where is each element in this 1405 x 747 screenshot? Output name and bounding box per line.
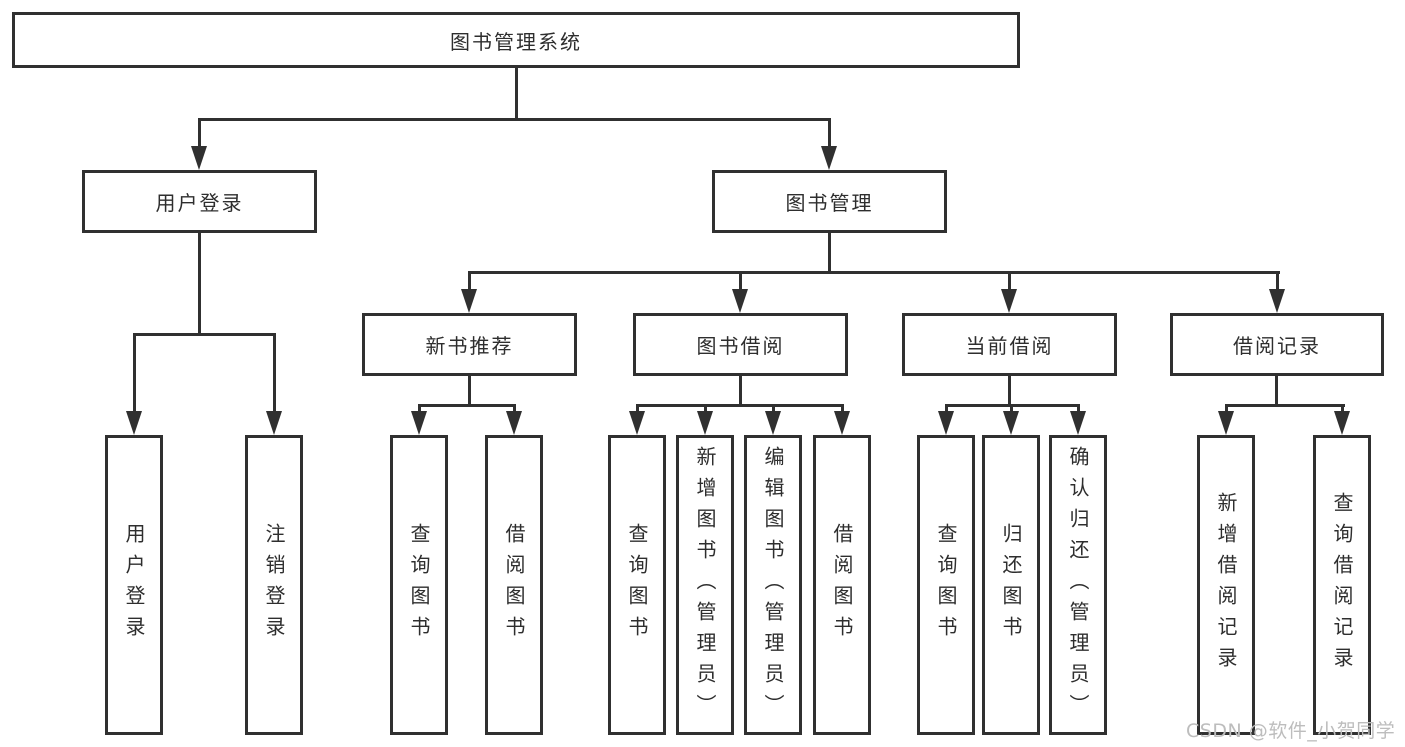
node-borrowing-records: 借阅记录 bbox=[1170, 313, 1384, 376]
leaf-current-confirm-return-admin: 确认归还（管理员） bbox=[1049, 435, 1107, 735]
connector-line bbox=[198, 118, 201, 148]
arrow-down-icon bbox=[1001, 289, 1017, 313]
connector-line bbox=[636, 404, 639, 415]
arrow-down-icon bbox=[732, 289, 748, 313]
connector-line bbox=[636, 404, 844, 407]
csdn-watermark: CSDN @软件_小贺同学 bbox=[1186, 720, 1396, 742]
arrow-down-icon bbox=[266, 411, 282, 435]
connector-line bbox=[1225, 404, 1345, 407]
connector-line bbox=[1010, 404, 1013, 415]
connector-line bbox=[828, 118, 831, 148]
connector-line bbox=[515, 66, 518, 120]
connector-line bbox=[739, 271, 742, 293]
arrow-down-icon bbox=[506, 411, 522, 435]
connector-line bbox=[1276, 271, 1279, 293]
leaf-borrowing-query-books: 查询图书 bbox=[608, 435, 666, 735]
connector-line bbox=[198, 118, 831, 121]
arrow-down-icon bbox=[697, 411, 713, 435]
connector-line bbox=[468, 271, 471, 293]
connector-line bbox=[945, 404, 948, 415]
connector-line bbox=[841, 404, 844, 415]
leaf-borrowing-borrow-books: 借阅图书 bbox=[813, 435, 871, 735]
arrow-down-icon bbox=[821, 146, 837, 170]
node-current-borrowing: 当前借阅 bbox=[902, 313, 1117, 376]
arrow-down-icon bbox=[1218, 411, 1234, 435]
connector-line bbox=[739, 376, 742, 406]
connector-line bbox=[133, 333, 136, 415]
arrow-down-icon bbox=[1269, 289, 1285, 313]
leaf-records-query-borrow-record: 查询借阅记录 bbox=[1313, 435, 1371, 735]
leaf-recommend-query-books: 查询图书 bbox=[390, 435, 448, 735]
arrow-down-icon bbox=[1334, 411, 1350, 435]
connector-line bbox=[513, 404, 516, 415]
connector-line bbox=[133, 333, 276, 336]
connector-line bbox=[1077, 404, 1080, 415]
leaf-borrowing-add-books-admin: 新增图书（管理员） bbox=[676, 435, 734, 735]
node-new-book-recommend: 新书推荐 bbox=[362, 313, 577, 376]
arrow-down-icon bbox=[1003, 411, 1019, 435]
leaf-current-query-books: 查询图书 bbox=[917, 435, 975, 735]
arrow-down-icon bbox=[126, 411, 142, 435]
leaf-logout: 注销登录 bbox=[245, 435, 303, 735]
leaf-recommend-borrow-books: 借阅图书 bbox=[485, 435, 543, 735]
arrow-down-icon bbox=[629, 411, 645, 435]
arrow-down-icon bbox=[411, 411, 427, 435]
arrow-down-icon bbox=[191, 146, 207, 170]
leaf-user-login: 用户登录 bbox=[105, 435, 163, 735]
connector-line bbox=[468, 376, 471, 406]
arrow-down-icon bbox=[461, 289, 477, 313]
connector-line bbox=[418, 404, 421, 415]
node-library-management-system: 图书管理系统 bbox=[12, 12, 1020, 68]
connector-line bbox=[772, 404, 775, 415]
connector-line bbox=[418, 404, 516, 407]
arrow-down-icon bbox=[938, 411, 954, 435]
node-book-borrowing: 图书借阅 bbox=[633, 313, 848, 376]
node-book-management: 图书管理 bbox=[712, 170, 947, 233]
connector-line bbox=[1341, 404, 1344, 415]
arrow-down-icon bbox=[765, 411, 781, 435]
connector-line bbox=[828, 233, 831, 274]
arrow-down-icon bbox=[834, 411, 850, 435]
leaf-current-return-books: 归还图书 bbox=[982, 435, 1040, 735]
connector-line bbox=[198, 233, 201, 336]
connector-line bbox=[1008, 376, 1011, 406]
connector-line bbox=[1225, 404, 1228, 415]
leaf-records-add-borrow-record: 新增借阅记录 bbox=[1197, 435, 1255, 735]
leaf-borrowing-edit-books-admin: 编辑图书（管理员） bbox=[744, 435, 802, 735]
connector-line bbox=[468, 271, 1280, 274]
node-user-login-branch: 用户登录 bbox=[82, 170, 317, 233]
connector-line bbox=[1275, 376, 1278, 406]
arrow-down-icon bbox=[1070, 411, 1086, 435]
connector-line bbox=[704, 404, 707, 415]
connector-line bbox=[273, 333, 276, 415]
connector-line bbox=[1008, 271, 1011, 293]
